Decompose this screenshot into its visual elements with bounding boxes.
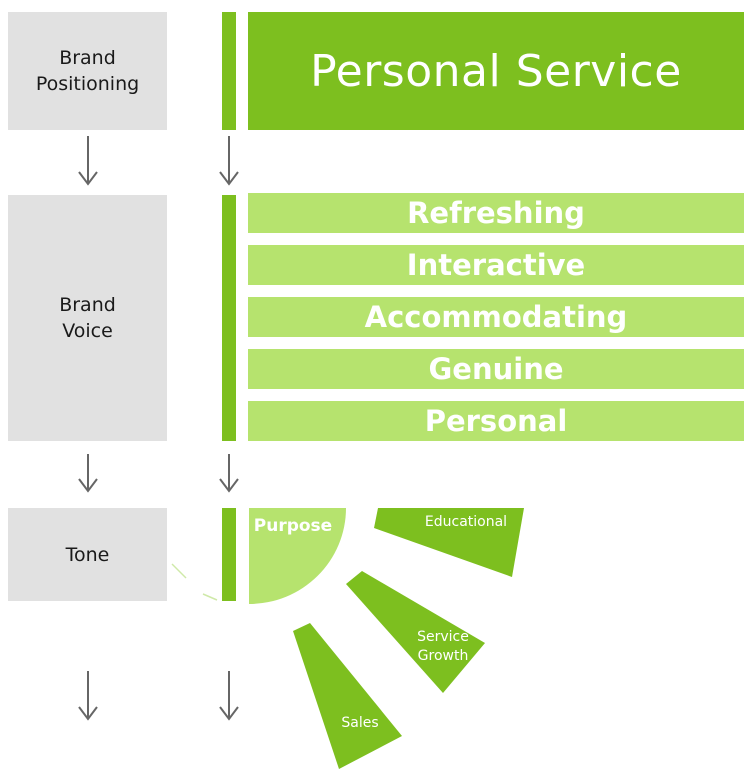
arrow-down-icon bbox=[219, 136, 239, 186]
sales-segment bbox=[293, 623, 402, 769]
voice-attribute-label: Personal bbox=[424, 404, 568, 438]
arrow-down-icon bbox=[78, 671, 98, 721]
service-growth-label-line1: Service bbox=[417, 629, 469, 645]
arrow-down-icon bbox=[78, 136, 98, 186]
brand-voice-box: Brand Voice bbox=[8, 195, 167, 441]
voice-attribute: Refreshing bbox=[248, 193, 744, 233]
purpose-segment bbox=[249, 508, 346, 604]
voice-bar bbox=[222, 195, 236, 441]
voice-attribute: Accommodating bbox=[248, 297, 744, 337]
headline-text: Personal Service bbox=[310, 45, 682, 97]
brand-voice-label: Brand Voice bbox=[59, 294, 116, 342]
voice-attribute-label: Refreshing bbox=[407, 196, 585, 230]
educational-segment bbox=[374, 508, 524, 577]
voice-attribute: Personal bbox=[248, 401, 744, 441]
tone-label: Tone bbox=[65, 543, 110, 566]
service-growth-segment bbox=[346, 571, 485, 693]
arrow-down-icon bbox=[219, 454, 239, 493]
positioning-bar bbox=[222, 12, 236, 130]
brand-positioning-label: Brand Positioning bbox=[35, 47, 140, 95]
voice-attribute-label: Accommodating bbox=[364, 300, 628, 334]
personal-service-banner: Personal Service bbox=[248, 12, 744, 130]
arrow-down-icon bbox=[219, 671, 239, 721]
voice-attribute-label: Interactive bbox=[406, 248, 586, 282]
voice-attribute: Interactive bbox=[248, 245, 744, 285]
tone-bar bbox=[222, 508, 236, 601]
service-growth-label-line2: Growth bbox=[418, 648, 469, 664]
tone-box: Tone bbox=[8, 508, 167, 601]
educational-label: Educational bbox=[425, 514, 507, 530]
voice-attribute: Genuine bbox=[248, 349, 744, 389]
voice-attribute-label: Genuine bbox=[428, 352, 564, 386]
flow-arrows bbox=[78, 136, 239, 721]
faint-ray bbox=[202, 593, 218, 601]
faint-ray bbox=[171, 563, 187, 579]
sales-label: Sales bbox=[341, 715, 378, 731]
brand-positioning-box: Brand Positioning bbox=[8, 12, 167, 130]
purpose-label: Purpose bbox=[254, 516, 332, 536]
arrow-down-icon bbox=[78, 454, 98, 493]
